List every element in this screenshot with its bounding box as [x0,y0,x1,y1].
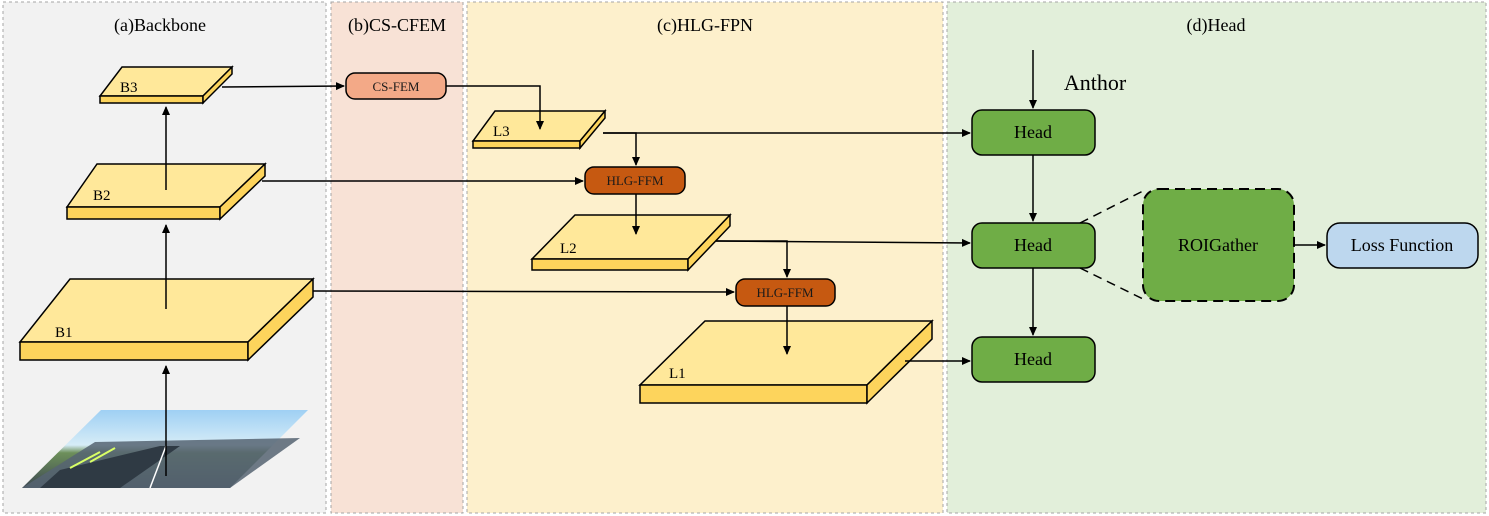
cs-fem-label: CS-FEM [373,79,420,94]
hlg-ffm-top-box [584,166,686,195]
head-title: (d)Head [1187,15,1246,36]
head-label-middle: Head [1014,235,1052,255]
backbone-title: (a)Backbone [114,15,206,36]
slab-l2 [530,213,732,272]
label-b1: B1 [55,325,73,341]
roigather-dash-top [1079,190,1144,224]
label-l1: L1 [669,366,686,382]
slab-l3 [471,108,607,151]
connections [162,50,1326,476]
roigather-label: ROIGather [1178,235,1258,255]
head-label-bottom: Head [1014,349,1052,369]
roigather-dash-bottom [1079,267,1144,300]
loss-function-box [1326,222,1479,269]
hlg-ffm-top-label: HLG-FFM [606,173,664,188]
label-l2: L2 [560,241,577,257]
head-label-top: Head [1014,122,1052,142]
anchor-label: Anthor [1064,70,1127,95]
label-b3: B3 [120,80,138,96]
input-road-image [22,410,308,489]
hlg-ffm-bottom-label: HLG-FFM [756,285,814,300]
loss-function-label: Loss Function [1351,235,1454,255]
label-l3: L3 [493,124,510,140]
slab-b3 [98,65,234,105]
cs-cfem-title: (b)CS-CFEM [348,15,446,36]
hlg-ffm-bottom-box [735,278,836,307]
hlg-fpn-title: (c)HLG-FPN [657,15,753,36]
slab-b1 [18,277,315,362]
label-b2: B2 [93,188,111,204]
head-box-bottom [971,336,1096,383]
